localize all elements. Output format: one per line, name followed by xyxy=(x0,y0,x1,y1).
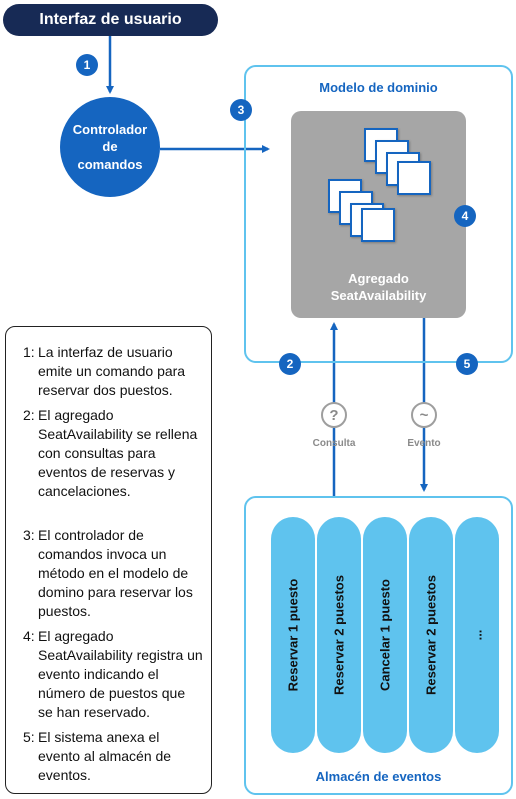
legend-item: 3: El controlador de comandos invoca un … xyxy=(23,526,203,621)
legend-item-text: El sistema anexa el evento al almacén de… xyxy=(38,729,172,783)
query-label: Consulta xyxy=(312,438,356,449)
aggregate-label-line-1: Agregado xyxy=(348,271,409,286)
event-square-icon xyxy=(361,208,395,242)
event-store-title: Almacén de eventos xyxy=(315,769,442,784)
legend-item: 5: El sistema anexa el evento al almacén… xyxy=(23,728,203,785)
aggregate-label-line-2: SeatAvailability xyxy=(330,287,427,303)
event-bar-3: Cancelar 1 puesto xyxy=(363,517,407,753)
event-bar-4: Reservar 2 puestos xyxy=(409,517,453,753)
legend-item-text: El controlador de comandos invoca un mét… xyxy=(38,527,193,619)
user-interface-pill: Interfaz de usuario xyxy=(3,4,218,36)
legend-item: 1: La interfaz de usuario emite un coman… xyxy=(23,343,203,400)
legend-item-number: 2: xyxy=(23,407,35,423)
command-controller: Controlador de comandos xyxy=(60,97,160,197)
event-bar-2: Reservar 2 puestos xyxy=(317,517,361,753)
event-bar-label: Reservar 2 puestos xyxy=(423,575,439,695)
aggregate-box xyxy=(291,111,466,318)
legend-item-number: 5: xyxy=(23,729,35,745)
domain-model-box xyxy=(244,65,513,363)
query-icon: ? xyxy=(321,402,347,428)
legend-box xyxy=(5,326,212,794)
controller-line-3: comandos xyxy=(77,156,143,172)
legend-item-text: El agregado SeatAvailability se rellena … xyxy=(38,407,198,499)
domain-model-title: Modelo de dominio xyxy=(319,80,438,95)
event-bar-5: ... xyxy=(455,517,499,753)
aggregate-label: Agregado SeatAvailability xyxy=(291,271,466,305)
legend-item-number: 4: xyxy=(23,628,35,644)
event-bar-label: Cancelar 1 puesto xyxy=(377,579,393,691)
event-bar-1: Reservar 1 puesto xyxy=(271,517,315,753)
event-wave-icon: ~ xyxy=(411,402,437,428)
event-label: Evento xyxy=(407,438,441,449)
user-interface-label: Interfaz de usuario xyxy=(39,11,182,28)
event-bar-label: Reservar 1 puesto xyxy=(285,578,301,692)
controller-line-1: Controlador xyxy=(72,121,148,137)
event-square-icon xyxy=(397,161,431,195)
step-badge-4: 4 xyxy=(454,205,476,227)
legend-item-number: 1: xyxy=(23,344,35,360)
step-badge-2: 2 xyxy=(279,353,301,375)
step-badge-5: 5 xyxy=(456,353,478,375)
legend-item-number: 3: xyxy=(23,527,35,543)
legend-item: 4: El agregado SeatAvailability registra… xyxy=(23,627,203,722)
step-badge-1: 1 xyxy=(76,54,98,76)
controller-line-2: de xyxy=(102,139,118,155)
event-store-box xyxy=(244,496,513,795)
event-bar-label: ... xyxy=(469,629,485,641)
event-bar-label: Reservar 2 puestos xyxy=(331,575,347,695)
step-badge-3: 3 xyxy=(230,99,252,121)
legend-item-text: El agregado SeatAvailability registra un… xyxy=(38,628,203,720)
legend-item-text: La interfaz de usuario emite un comando … xyxy=(38,344,186,398)
legend-item: 2: El agregado SeatAvailability se relle… xyxy=(23,406,203,501)
